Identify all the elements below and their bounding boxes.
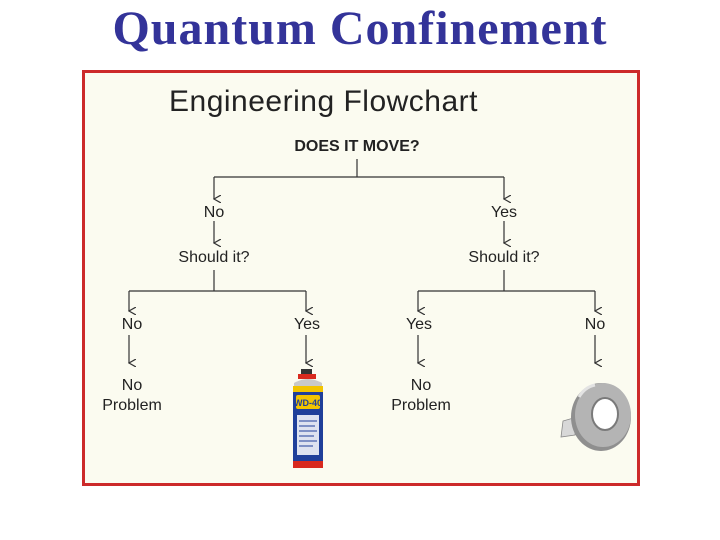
leaf-3-answer: Yes: [405, 316, 433, 333]
leaf-4-answer: No: [584, 316, 606, 333]
question-does-it-move: DOES IT MOVE?: [294, 138, 420, 155]
wd40-can-label: WD-40: [294, 398, 322, 408]
should-it-left-label: Should it?: [178, 249, 250, 266]
flowchart-title: Engineering Flowchart: [169, 85, 478, 118]
flowchart-frame: Engineering Flowchart: [82, 70, 640, 486]
should-it-right-label: Should it?: [468, 249, 540, 266]
leaf-1-answer: No: [121, 316, 143, 333]
flowchart-connectors: [85, 159, 637, 483]
leaf-2-answer: Yes: [293, 316, 321, 333]
leaf-1-result: No Problem: [102, 377, 162, 414]
duct-tape-icon: [559, 377, 635, 458]
branch-yes-label: Yes: [490, 204, 518, 221]
branch-no-label: No: [203, 204, 225, 221]
slide-title: Quantum Confinement: [112, 2, 608, 55]
wd40-can-icon: WD-40: [288, 369, 328, 478]
leaf-3-result: No Problem: [391, 377, 451, 414]
